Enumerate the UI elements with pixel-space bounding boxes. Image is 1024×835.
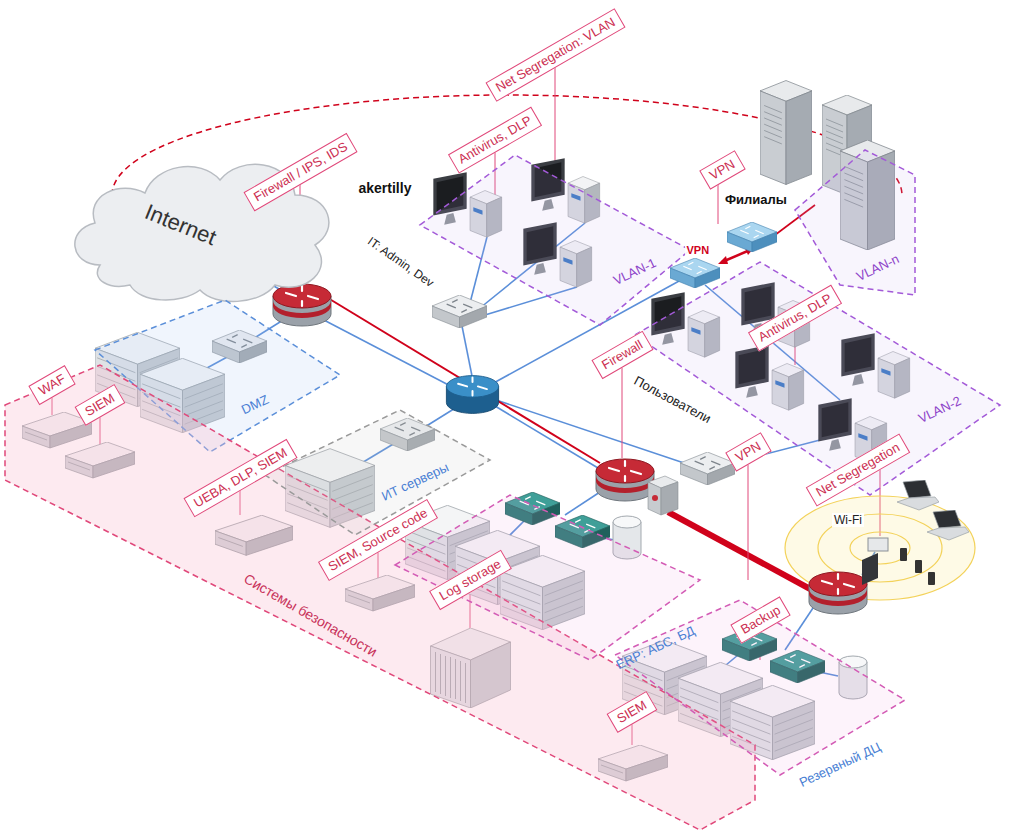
callout-box: VPN [699,150,745,189]
callout-text: Firewall [599,337,646,373]
text-label: Wi-Fi [832,513,864,527]
callout-text: VPN [732,438,763,465]
zone-border [395,495,700,660]
text-label: akertilly [357,180,414,197]
zone-outline [261,406,499,539]
zone-border [5,365,755,830]
text-label: Филиалы [723,192,789,208]
zone-border [635,262,1000,495]
zone-outline [791,146,962,302]
zone-border [795,150,915,295]
zone-area: VLAN-1 [416,151,719,329]
zone-outline [416,151,719,329]
text-label: VPN [685,244,712,257]
text-label: IT: Admin, Dev [363,233,438,291]
zone-area: VLAN-n [791,146,962,302]
vpn-arrow [718,256,728,264]
zone-border [265,410,490,535]
zone-area: ИТ серверы [261,406,499,539]
callout-text: VPN [706,156,737,183]
zone-border [420,155,690,325]
